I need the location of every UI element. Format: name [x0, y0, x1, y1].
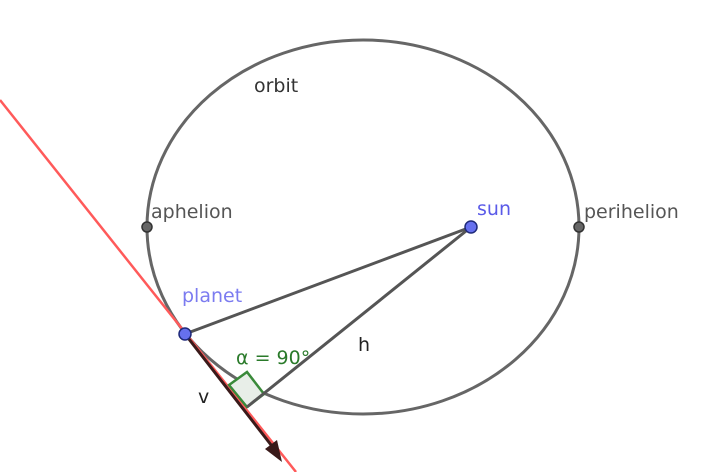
planet-label: planet	[182, 285, 242, 307]
aphelion-point[interactable]	[141, 221, 153, 233]
velocity-arrowhead	[265, 440, 282, 462]
velocity-vector	[183, 333, 277, 451]
tangent-line	[0, 99, 297, 472]
orbit-ellipse	[145, 38, 581, 416]
aphelion-label: aphelion	[151, 201, 233, 223]
sun-label: sun	[477, 198, 511, 220]
v-label: v	[198, 386, 209, 408]
planet-point[interactable]	[178, 327, 192, 341]
orbit-label: orbit	[254, 75, 298, 97]
h-segment	[246, 225, 472, 409]
sun-point[interactable]	[464, 220, 478, 234]
perihelion-label: perihelion	[584, 201, 679, 223]
planet-sun-segment	[184, 225, 472, 336]
perihelion-point[interactable]	[573, 221, 585, 233]
angle-label: α = 90°	[236, 347, 310, 369]
h-label: h	[358, 334, 370, 356]
